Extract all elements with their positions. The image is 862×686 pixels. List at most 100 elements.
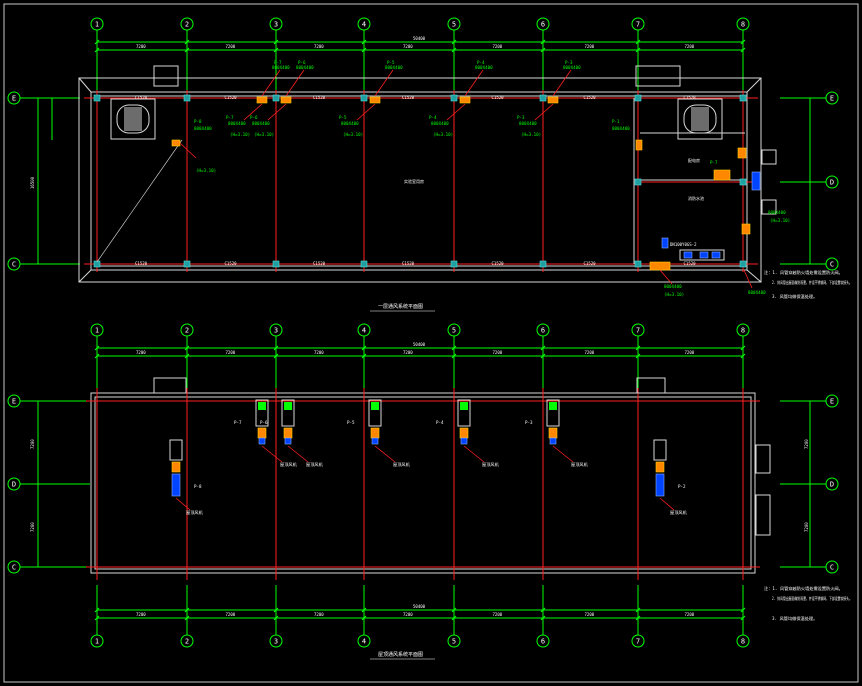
fan-tag: P-4 [477, 60, 485, 65]
tank-part [683, 251, 693, 259]
dim-value: 7200 [585, 612, 595, 617]
fan-label: 屋顶风机 [571, 461, 589, 468]
fan-duct [547, 96, 559, 104]
fan-motor [549, 437, 557, 445]
dim-tick [540, 607, 546, 613]
row-bubble-label: C [12, 564, 16, 572]
fan-spec-lower: 800X400 [252, 121, 270, 126]
corner [746, 77, 762, 93]
row-bubble: C [825, 560, 839, 574]
grid-bubble-label: 6 [541, 638, 545, 646]
grid-bubble-label: 1 [95, 21, 99, 29]
column [739, 178, 747, 186]
fan-duct [459, 96, 471, 104]
leader [374, 69, 394, 97]
leader [463, 445, 485, 463]
fan-motor [171, 473, 181, 497]
fan-spec: 800X400 [296, 65, 314, 70]
fan-note: (H=3.10) [254, 132, 274, 137]
window-tag: C1520 [313, 95, 326, 100]
grid-bubble-label: 7 [636, 21, 640, 29]
side-dim-value: 7200 [804, 522, 809, 532]
fan-spec: 800X400 [272, 65, 290, 70]
dim-value: 7200 [226, 44, 236, 49]
tank-part [711, 251, 721, 259]
corner [746, 269, 762, 283]
grid-bubble-label: 2 [185, 21, 189, 29]
dim-value: 7200 [136, 350, 146, 355]
dim-tick [94, 607, 100, 613]
fan-duct [548, 427, 558, 439]
grid-bubble: 8 [736, 634, 750, 648]
grid-bubble-label: 3 [274, 21, 278, 29]
dim-tick [94, 47, 100, 53]
leader [243, 103, 263, 121]
fan-spec: 800X400 [194, 126, 212, 131]
dim-value: 7200 [136, 612, 146, 617]
fan-top [284, 402, 292, 410]
dim-value: 7200 [585, 350, 595, 355]
dim-tick [451, 345, 457, 351]
window-tag: C1520 [402, 95, 415, 100]
grid-bubble: 6 [536, 323, 550, 337]
dim-value: 7200 [314, 350, 324, 355]
column [272, 94, 280, 102]
dim-tick [451, 615, 457, 621]
fan-tag: P-1 [612, 119, 620, 124]
dim-tick [540, 39, 546, 45]
leader [743, 269, 753, 289]
louver [761, 199, 777, 215]
dim-value: 7200 [226, 612, 236, 617]
dim-tick [740, 353, 746, 359]
dim-tick [273, 39, 279, 45]
fan-tag: P-3 [565, 60, 573, 65]
row-bubble-label: E [12, 398, 16, 406]
leader [261, 445, 283, 463]
tank [679, 249, 725, 261]
grid-bubble: 3 [269, 323, 283, 337]
fan-housing [368, 399, 382, 427]
grid-bubble: 5 [447, 634, 461, 648]
fan-tag: P-7 [710, 160, 718, 165]
dim-value: 7200 [314, 44, 324, 49]
fan-spec: 800X400 [664, 284, 682, 289]
leader [261, 69, 281, 97]
row-bubble-label: C [830, 261, 834, 269]
dim-tick [635, 47, 641, 53]
grid-bubble-label: 1 [95, 327, 99, 335]
fan-tag: P-2 [678, 484, 686, 489]
corner [78, 269, 92, 283]
window-tag: C1520 [135, 95, 148, 100]
grid-bubble: 4 [357, 634, 371, 648]
window-tag: C1520 [584, 95, 597, 100]
dim-value: 7200 [226, 350, 236, 355]
roof-hood [635, 65, 681, 87]
fan-duct [171, 461, 181, 473]
window-tag: C1520 [584, 261, 597, 266]
roof-hood [153, 65, 179, 87]
fan-spec-lower: 800X400 [341, 121, 359, 126]
column [739, 94, 747, 102]
window-tag: C1520 [492, 95, 505, 100]
dim-tick [184, 39, 190, 45]
sheet-frame [3, 3, 859, 683]
fan-duct [257, 427, 267, 439]
leader [552, 445, 574, 463]
grid-bubble: 1 [90, 17, 104, 31]
fan-tag-lower: P-7 [226, 115, 234, 120]
dim-tick [540, 47, 546, 53]
grid-bubble: 2 [180, 323, 194, 337]
fan-note: (H=3.10) [664, 292, 684, 297]
row-bubble: C [825, 257, 839, 271]
fan-spec-lower: 800X400 [228, 121, 246, 126]
window-tag: C1520 [684, 95, 697, 100]
grid-bubble: 7 [631, 17, 645, 31]
window-tag: C1520 [684, 261, 697, 266]
fan-housing [457, 399, 471, 427]
row-bubble: C [7, 257, 21, 271]
row-bubble-label: D [12, 481, 16, 489]
leader [287, 445, 309, 463]
